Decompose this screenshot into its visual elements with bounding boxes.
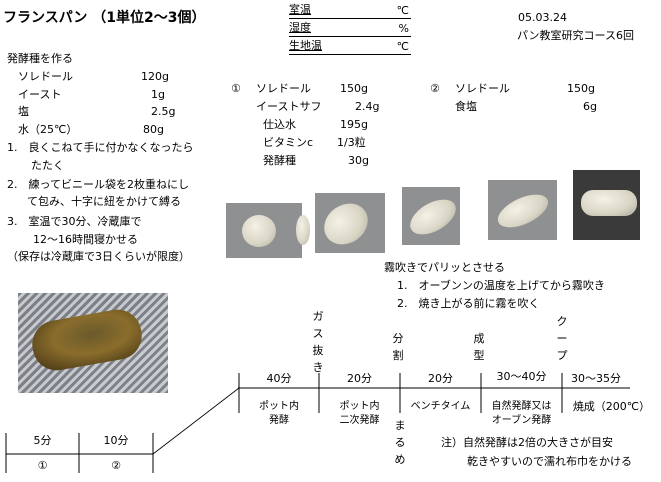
condition-unit: ℃ [396, 4, 409, 17]
ingredient-amount: 30g [348, 154, 369, 167]
photo-rounded-dough [226, 203, 310, 258]
mist-heading: 霧吹きでパリッとさせる [384, 261, 505, 274]
ingredient-amount: 195g [340, 118, 368, 131]
starter-heading: 発酵種を作る [7, 52, 73, 65]
phase-line: 自然発酵又は [491, 401, 552, 412]
note: 乾きやすいので濡れ布巾をかける [467, 455, 632, 468]
condition-dough-temp: 生地温 ℃ [289, 38, 411, 55]
ingredient-name: 水（25℃） [18, 123, 78, 136]
starter-step: 12～16時間寝かせる [33, 233, 138, 246]
phase-label: ポット内発酵 [239, 400, 319, 428]
photo-shaping-dough-2 [402, 187, 462, 245]
starter-step: 3. 室温で30分、冷蔵庫で [7, 215, 142, 228]
page-title: フランスパン （1単位2～3個） [3, 10, 206, 26]
event-divide: 分割 [392, 332, 404, 362]
ingredient-name: イーストサフ [256, 100, 322, 113]
phase-label: ベンチタイム [400, 400, 481, 414]
ingredient-amount: 120g [141, 70, 169, 83]
duration-label: 20分 [347, 372, 372, 385]
photo-shaping-dough-3 [488, 180, 557, 240]
ingredient-amount: 2.5g [151, 105, 176, 118]
mix-marker: ② [111, 459, 121, 472]
ingredient-name: 発酵種 [263, 154, 296, 167]
course-name: パン教室研究コース6回 [517, 29, 634, 42]
event-rounding: まるめ [394, 419, 406, 466]
ingredient-amount: 2.4g [355, 100, 380, 113]
ingredient-amount: 1/3粒 [337, 136, 366, 149]
date: 05.03.24 [518, 11, 567, 24]
event-shape: 成型 [473, 332, 485, 362]
ingredient-amount: 150g [567, 82, 595, 95]
mix-duration: 5分 [33, 434, 52, 447]
mix-marker: ① [37, 459, 48, 472]
starter-step: たたく [31, 159, 64, 172]
ingredient-amount: 150g [340, 82, 368, 95]
note: 注）自然発酵は2倍の大きさが目安 [441, 436, 613, 449]
phase-line: ベンチタイム [410, 401, 471, 412]
phase-label: ポット内二次発酵 [319, 400, 400, 428]
duration-label: 30～40分 [496, 370, 547, 383]
duration-label: 30～35分 [571, 372, 621, 385]
phase-line: 焼成（200℃） [572, 400, 651, 413]
ingredient-name: ソレドール [455, 82, 510, 95]
phase-label: 焼成（200℃） [562, 400, 661, 414]
starter-step: て包み、十字に紐をかけて縛る [27, 195, 181, 208]
phase-line: 二次発酵 [339, 415, 380, 426]
event-coupe: クープ [556, 315, 568, 362]
ingredient-amount: 1g [151, 88, 165, 101]
dough1-marker: ① [231, 82, 241, 95]
phase-line: ポット内 [259, 401, 299, 412]
condition-unit: ℃ [396, 40, 409, 53]
ingredient-name: 塩 [18, 105, 29, 118]
condition-label: 生地温 [289, 39, 322, 52]
phase-line: 発酵 [269, 415, 289, 426]
starter-step: 2. 練ってビニール袋を2枚重ねにし [7, 178, 189, 191]
ingredient-amount: 6g [583, 100, 597, 113]
condition-label: 室温 [289, 3, 311, 16]
starter-note: （保存は冷蔵庫で3日くらいが限度） [7, 250, 190, 263]
condition-humidity: 湿度% [289, 20, 411, 37]
photo-baked-baguette [18, 293, 168, 393]
dough2-marker: ② [430, 82, 440, 95]
ingredient-name: ソレドール [18, 70, 73, 83]
duration-label: 20分 [428, 372, 453, 385]
ingredient-name: ビタミンc [263, 136, 314, 149]
mist-item: 1. オーブンンの温度を上げてから霧吹き [397, 279, 605, 292]
event-degas: ガス抜き [312, 310, 324, 374]
ingredient-name: 仕込水 [263, 118, 296, 131]
condition-label: 湿度 [289, 21, 311, 34]
phase-line: ポット内 [339, 401, 380, 412]
photo-shaping-dough-1 [315, 193, 385, 253]
phase-label: 自然発酵又はオーブン発酵 [481, 400, 562, 428]
mix-duration: 10分 [103, 434, 129, 447]
ingredient-name: 食塩 [455, 100, 477, 113]
condition-room-temp: 室温 ℃ [289, 2, 411, 19]
mist-item: 2. 焼き上がる前に霧を吹く [397, 297, 540, 310]
photo-shaped-dough [573, 170, 640, 240]
phase-line: オーブン発酵 [491, 415, 552, 426]
ingredient-amount: 80g [143, 123, 164, 136]
duration-label: 40分 [266, 372, 292, 385]
starter-step: 1. 良くこねて手に付かなくなったら [7, 141, 194, 154]
ingredient-name: イースト [18, 88, 62, 101]
condition-unit: % [398, 22, 409, 35]
ingredient-name: ソレドール [256, 82, 311, 95]
